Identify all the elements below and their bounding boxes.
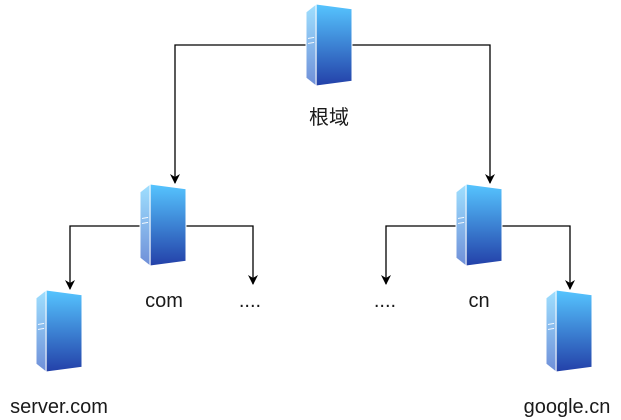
server-slot-mark — [37, 322, 45, 325]
server-slot-mark — [457, 221, 465, 224]
node-label-cn: cn — [468, 290, 489, 312]
server-icon — [545, 288, 593, 374]
server-slot-mark — [547, 327, 555, 330]
edge-cn-to-google-cn — [502, 225, 575, 290]
node-label-com: com — [145, 290, 183, 312]
node-label-cn-more: .... — [374, 290, 396, 312]
server-slot-mark — [547, 322, 555, 325]
node-label-com-more: .... — [239, 290, 261, 312]
edge-com-to-com-more — [186, 225, 258, 285]
server-icon — [455, 182, 503, 268]
server-slot-mark — [457, 216, 465, 219]
server-side-panel — [305, 2, 317, 88]
edge-cn-to-cn-more — [381, 225, 456, 285]
server-front-panel — [555, 289, 593, 373]
server-front-panel — [45, 289, 83, 373]
edge-com-to-server-com — [65, 225, 140, 290]
node-label-server-com: server.com — [10, 396, 108, 418]
server-slot-mark — [307, 36, 315, 39]
server-side-panel — [455, 182, 467, 268]
server-icon — [139, 182, 187, 268]
server-slot-mark — [141, 216, 149, 219]
server-front-panel — [465, 183, 503, 267]
server-slot-mark — [141, 221, 149, 224]
server-front-panel — [149, 183, 187, 267]
labels-layer: 根域 com........ cn server.com google.cn — [10, 106, 610, 418]
edge-root-to-cn — [352, 44, 495, 184]
server-icon — [305, 2, 353, 88]
edge-root-to-com — [170, 44, 306, 184]
node-label-root: 根域 — [309, 106, 349, 129]
server-slot-mark — [307, 41, 315, 44]
server-side-panel — [139, 182, 151, 268]
edges-layer — [65, 44, 575, 290]
server-icon — [35, 288, 83, 374]
server-front-panel — [315, 3, 353, 87]
server-side-panel — [35, 288, 47, 374]
server-side-panel — [545, 288, 557, 374]
nodes-layer — [35, 2, 593, 374]
server-slot-mark — [37, 327, 45, 330]
node-label-google-cn: google.cn — [524, 396, 611, 418]
